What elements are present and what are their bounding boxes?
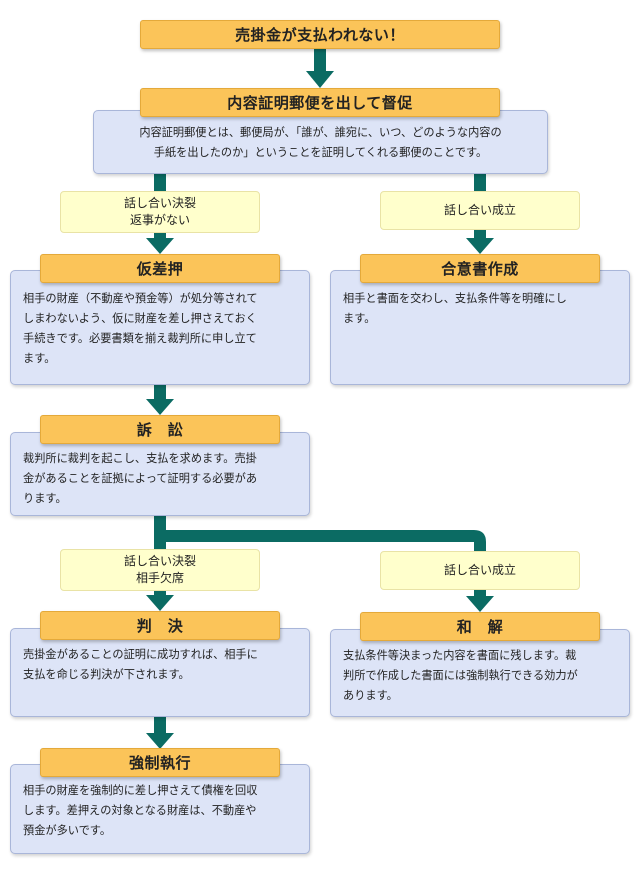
- desc-goisho: 相手と書面を交わし、支払条件等を明確にし ます。: [330, 270, 630, 385]
- title-kyosei: 強制執行: [40, 748, 280, 777]
- title-wakai: 和 解: [360, 612, 600, 641]
- connector-left-6: [154, 717, 166, 735]
- arrowhead-right-1: [466, 238, 494, 254]
- connector-left-5: [154, 591, 166, 597]
- desc-kyosei: 相手の財産を強制的に差し押さえて債権を回収 します。差押えの対象となる財産は、不…: [10, 764, 310, 854]
- desc-sosho: 裁判所に裁判を起こし、支払を求めます。売掛 金があることを証拠によって証明する必…: [10, 432, 310, 516]
- arrowhead-right-2: [466, 596, 494, 612]
- title-sosho: 訴 訟: [40, 415, 280, 444]
- condition-ketsuretsu-1: 話し合い決裂 返事がない: [60, 191, 260, 233]
- desc-naiyo: 内容証明郵便とは、郵便局が、「誰が、誰宛に、いつ、どのような内容の 手紙を出した…: [93, 110, 548, 174]
- connector-left-2: [154, 232, 166, 240]
- desc-karisashiosae: 相手の財産（不動産や預金等）が処分等されて しまわないよう、仮に財産を差し押さえ…: [10, 270, 310, 385]
- condition-seiritsu-1: 話し合い成立: [380, 191, 580, 230]
- title-naiyo: 内容証明郵便を出して督促: [140, 88, 500, 117]
- connector-branch: [154, 530, 486, 552]
- arrowhead-top: [306, 71, 334, 88]
- arrowhead-left-4: [146, 733, 174, 749]
- arrowhead-left-2: [146, 399, 174, 415]
- condition-seiritsu-2: 話し合い成立: [380, 551, 580, 590]
- connector-right-2: [474, 230, 486, 240]
- arrowhead-left-3: [146, 595, 174, 611]
- title-hanketsu: 判 決: [40, 611, 280, 640]
- connector-top: [314, 49, 326, 73]
- arrowhead-left-1: [146, 238, 174, 254]
- connector-right-3: [474, 590, 486, 598]
- title-goisho: 合意書作成: [360, 254, 600, 283]
- connector-left-3: [154, 385, 166, 401]
- desc-hanketsu: 売掛金があることの証明に成功すれば、相手に 支払を命じる判決が下されます。: [10, 628, 310, 717]
- title-urikakekin: 売掛金が支払われない！: [140, 20, 500, 49]
- condition-ketsuretsu-2: 話し合い決裂 相手欠席: [60, 549, 260, 591]
- title-karisashiosae: 仮差押: [40, 254, 280, 283]
- connector-left-1: [154, 174, 166, 192]
- desc-wakai: 支払条件等決まった内容を書面に残します。裁 判所で作成した書面には強制執行できる…: [330, 629, 630, 717]
- connector-right-1: [474, 174, 486, 192]
